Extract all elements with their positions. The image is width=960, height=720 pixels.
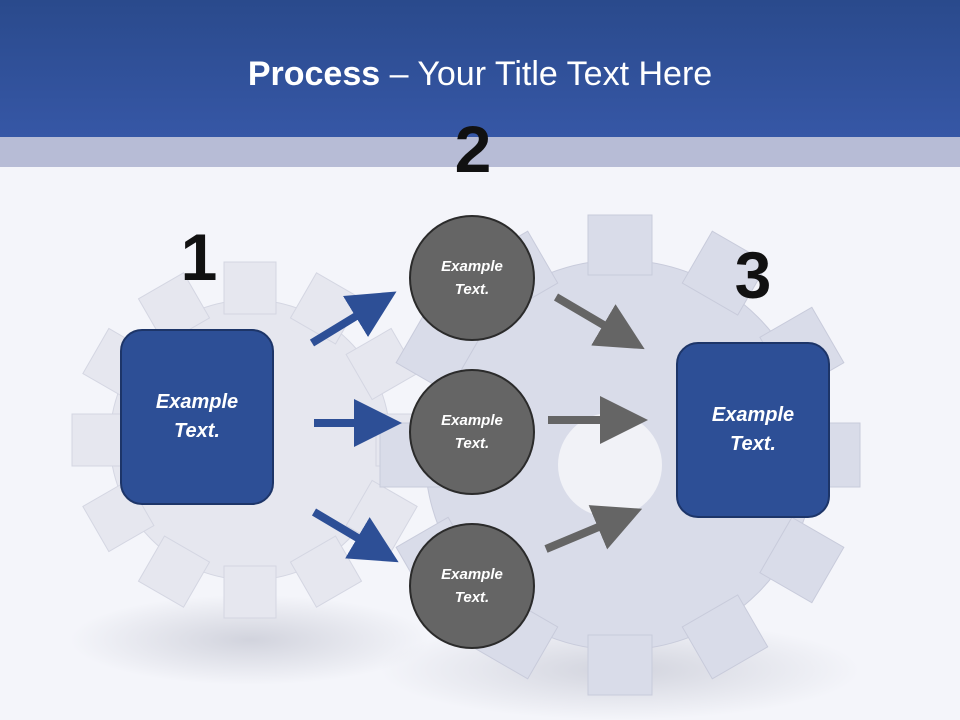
step-2-circle-2: Example Text. [409, 369, 535, 495]
title-underline-band [0, 137, 960, 167]
step-2-circle-2-text: Example Text. [441, 412, 503, 452]
step-number-2: 2 [454, 112, 492, 186]
step-2-circle-1-text: Example Text. [441, 258, 503, 298]
step-3-box: Example Text. [676, 342, 830, 518]
step-2-circle-1: Example Text. [409, 215, 535, 341]
arrow-right-icon [311, 508, 399, 563]
slide-title: Process – Your Title Text Here [0, 54, 960, 94]
arrow-right-icon [553, 293, 645, 350]
step-number-1: 1 [180, 220, 218, 294]
title-bar [0, 0, 960, 137]
step-1-box: Example Text. [120, 329, 274, 505]
slide-title-rest: – Your Title Text Here [380, 55, 713, 93]
step-number-3: 3 [734, 238, 772, 312]
gear-shadow-left [70, 595, 430, 685]
step-3-text: Example Text. [711, 404, 795, 455]
arrow-right-icon [309, 291, 397, 347]
arrow-right-icon [544, 505, 643, 553]
step-2-circle-3: Example Text. [409, 523, 535, 649]
slide-title-bold: Process [247, 55, 381, 93]
step-1-text: Example Text. [155, 391, 239, 442]
step-2-circle-3-text: Example Text. [441, 566, 503, 606]
